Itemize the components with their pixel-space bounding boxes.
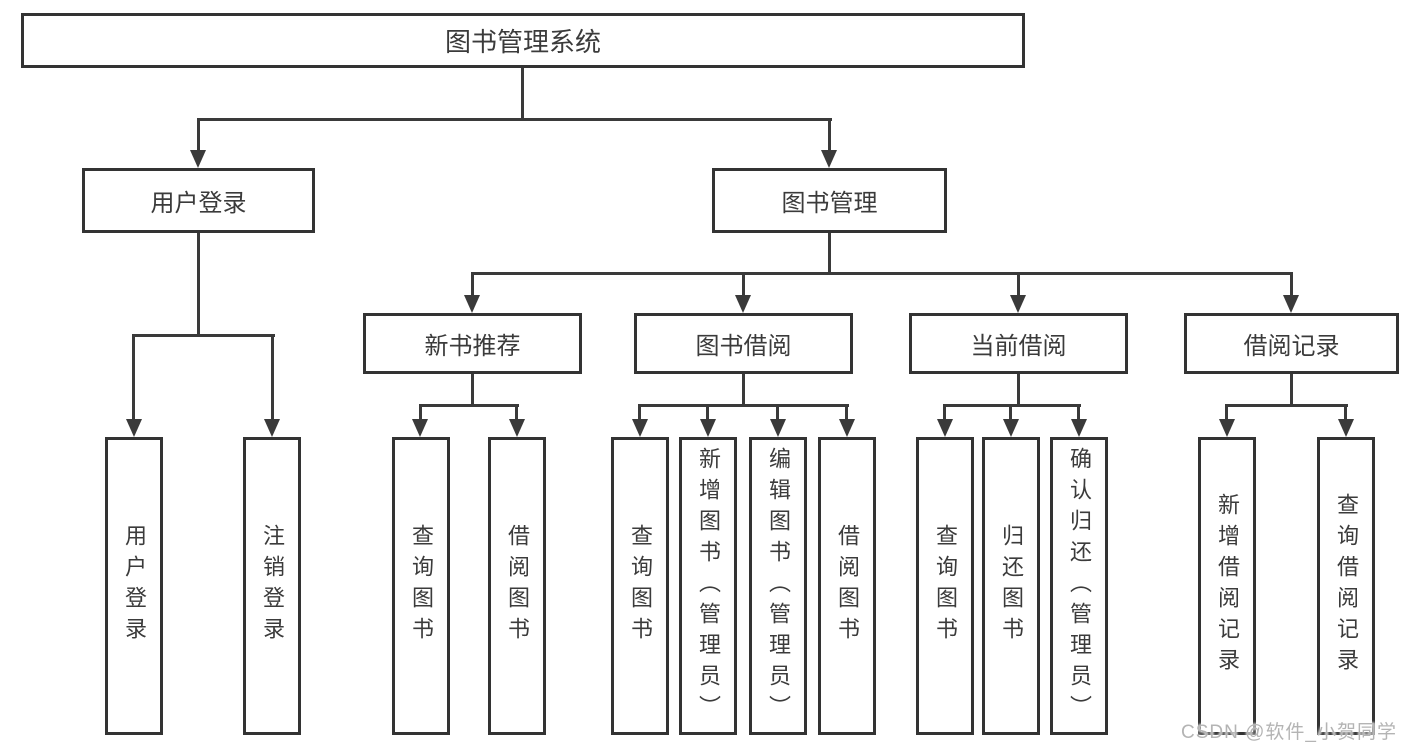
leaf-bb-borrow-books: 借阅图书 bbox=[818, 437, 876, 735]
connector-stem-bb-borrow bbox=[845, 404, 848, 422]
leaf-bb-add-books-label: 新增图书（管理员） bbox=[696, 446, 721, 726]
node-current-borrow: 当前借阅 bbox=[909, 313, 1128, 374]
connector-borrowrecords-bus bbox=[1225, 404, 1348, 407]
arrowhead-user-login-icon bbox=[190, 150, 206, 168]
connector-stem-nb-borrow bbox=[515, 404, 518, 422]
leaf-bb-query-books: 查询图书 bbox=[611, 437, 669, 735]
node-book-mgmt-label: 图书管理 bbox=[781, 190, 878, 217]
leaf-bb-add-books: 新增图书（管理员） bbox=[679, 437, 737, 735]
arrowhead-br-add-icon bbox=[1219, 419, 1235, 437]
leaf-cb-query-books: 查询图书 bbox=[916, 437, 974, 735]
connector-stem-book-borrow bbox=[742, 272, 745, 297]
node-borrow-records-label: 借阅记录 bbox=[1243, 333, 1340, 360]
connector-bookborrow-drop bbox=[742, 374, 745, 407]
node-new-books: 新书推荐 bbox=[363, 313, 582, 374]
arrowhead-book-borrow-icon bbox=[735, 295, 751, 313]
arrowhead-bb-edit-icon bbox=[770, 419, 786, 437]
leaf-logout-label: 注销登录 bbox=[260, 524, 285, 648]
arrowhead-leaf-logout-icon bbox=[264, 419, 280, 437]
leaf-user-login-label: 用户登录 bbox=[122, 524, 147, 648]
node-user-login-label: 用户登录 bbox=[150, 190, 247, 217]
node-book-borrow: 图书借阅 bbox=[634, 313, 853, 374]
connector-currentborrow-bus bbox=[943, 404, 1081, 407]
connector-newbooks-drop bbox=[471, 374, 474, 407]
node-root: 图书管理系统 bbox=[21, 13, 1025, 68]
leaf-bb-query-books-label: 查询图书 bbox=[628, 524, 653, 648]
connector-stem-bb-query bbox=[638, 404, 641, 422]
leaf-cb-return-books: 归还图书 bbox=[982, 437, 1040, 735]
leaf-cb-query-books-label: 查询图书 bbox=[933, 524, 958, 648]
arrowhead-nb-borrow-icon bbox=[509, 419, 525, 437]
leaf-cb-return-books-label: 归还图书 bbox=[999, 524, 1024, 648]
connector-stem-bb-add bbox=[706, 404, 709, 422]
connector-currentborrow-drop bbox=[1017, 374, 1020, 407]
watermark: CSDN @软件_小贺同学 bbox=[1181, 722, 1397, 743]
leaf-br-add-record-label: 新增借阅记录 bbox=[1215, 493, 1240, 679]
connector-root-drop bbox=[521, 68, 524, 120]
connector-userlogin-drop bbox=[197, 233, 200, 337]
leaf-bb-edit-books-label: 编辑图书（管理员） bbox=[766, 446, 791, 726]
connector-stem-cb-return bbox=[1009, 404, 1012, 422]
leaf-br-add-record: 新增借阅记录 bbox=[1198, 437, 1256, 735]
connector-userlogin-bus bbox=[132, 334, 275, 337]
arrowhead-leaf-user-login-icon bbox=[126, 419, 142, 437]
node-book-mgmt: 图书管理 bbox=[712, 168, 947, 233]
connector-stem-leaf-user-login bbox=[132, 334, 135, 422]
arrowhead-borrow-records-icon bbox=[1283, 295, 1299, 313]
leaf-nb-borrow-books: 借阅图书 bbox=[488, 437, 546, 735]
node-book-borrow-label: 图书借阅 bbox=[695, 333, 792, 360]
arrowhead-cb-return-icon bbox=[1003, 419, 1019, 437]
connector-stem-leaf-logout bbox=[271, 334, 274, 422]
arrowhead-br-query-icon bbox=[1338, 419, 1354, 437]
node-current-borrow-label: 当前借阅 bbox=[970, 333, 1067, 360]
node-new-books-label: 新书推荐 bbox=[424, 333, 521, 360]
connector-stem-cb-confirm bbox=[1077, 404, 1080, 422]
connector-borrowrecords-drop bbox=[1290, 374, 1293, 407]
arrowhead-cb-query-icon bbox=[937, 419, 953, 437]
connector-bookmgmt-drop bbox=[828, 233, 831, 275]
leaf-user-login: 用户登录 bbox=[105, 437, 163, 735]
leaf-logout: 注销登录 bbox=[243, 437, 301, 735]
connector-stem-br-add bbox=[1225, 404, 1228, 422]
leaf-nb-query-books: 查询图书 bbox=[392, 437, 450, 735]
node-borrow-records: 借阅记录 bbox=[1184, 313, 1399, 374]
node-root-label: 图书管理系统 bbox=[444, 27, 601, 57]
arrowhead-new-books-icon bbox=[464, 295, 480, 313]
connector-stem-br-query bbox=[1344, 404, 1347, 422]
leaf-bb-edit-books: 编辑图书（管理员） bbox=[749, 437, 807, 735]
connector-newbooks-bus bbox=[419, 404, 519, 407]
connector-stem-bb-edit bbox=[776, 404, 779, 422]
connector-stem-current-borrow bbox=[1017, 272, 1020, 297]
arrowhead-cb-confirm-icon bbox=[1071, 419, 1087, 437]
leaf-cb-confirm-return: 确认归还（管理员） bbox=[1050, 437, 1108, 735]
leaf-cb-confirm-return-label: 确认归还（管理员） bbox=[1067, 446, 1092, 726]
arrowhead-nb-query-icon bbox=[412, 419, 428, 437]
leaf-br-query-record: 查询借阅记录 bbox=[1317, 437, 1375, 735]
leaf-nb-query-books-label: 查询图书 bbox=[409, 524, 434, 648]
arrowhead-current-borrow-icon bbox=[1010, 295, 1026, 313]
connector-stem-book-mgmt bbox=[828, 118, 831, 151]
leaf-nb-borrow-books-label: 借阅图书 bbox=[505, 524, 530, 648]
arrowhead-bb-borrow-icon bbox=[839, 419, 855, 437]
leaf-br-query-record-label: 查询借阅记录 bbox=[1334, 493, 1359, 679]
node-user-login: 用户登录 bbox=[82, 168, 315, 233]
connector-stem-borrow-records bbox=[1290, 272, 1293, 297]
connector-bookmgmt-bus bbox=[471, 272, 1293, 275]
arrowhead-bb-add-icon bbox=[700, 419, 716, 437]
arrowhead-bb-query-icon bbox=[632, 419, 648, 437]
connector-stem-nb-query bbox=[419, 404, 422, 422]
connector-stem-new-books bbox=[471, 272, 474, 297]
arrowhead-book-mgmt-icon bbox=[821, 150, 837, 168]
connector-root-bus bbox=[197, 118, 832, 121]
connector-stem-user-login bbox=[197, 118, 200, 151]
connector-bookborrow-bus bbox=[638, 404, 849, 407]
leaf-bb-borrow-books-label: 借阅图书 bbox=[835, 524, 860, 648]
connector-stem-cb-query bbox=[943, 404, 946, 422]
